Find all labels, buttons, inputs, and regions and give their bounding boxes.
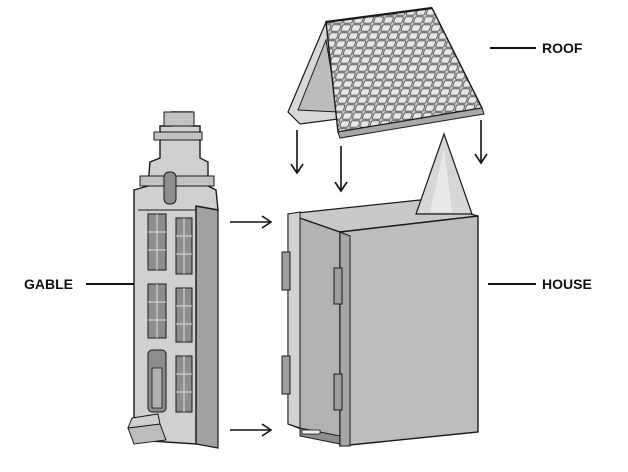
gable-window [163,171,177,205]
house-part [281,132,479,447]
arrow-down-icon [290,130,304,175]
house-right-wall [339,215,479,447]
roof-callout: ROOF [490,40,583,56]
arrow-right-icon [230,423,273,437]
arrow-down-icon [474,120,488,165]
roof-ridge [325,6,433,24]
arrow-right-icon [230,215,273,229]
gable-callout: GABLE [24,276,134,292]
roof-eave [337,107,485,139]
roof-part [287,6,485,139]
house-tab [281,251,291,291]
arrow-down-icon [334,146,348,193]
gable-window [147,213,193,275]
gable-label: GABLE [24,276,73,292]
assembly-arrows [230,120,488,437]
roof-label: ROOF [542,40,583,56]
house-tab [333,373,343,411]
house-tab [333,267,343,305]
gable-part [127,111,219,449]
gable-side [195,205,219,449]
gable-window [147,283,193,343]
house-label: HOUSE [542,276,592,292]
house-tab [281,355,291,395]
gable-door [147,349,193,413]
house-callout: HOUSE [488,276,592,292]
